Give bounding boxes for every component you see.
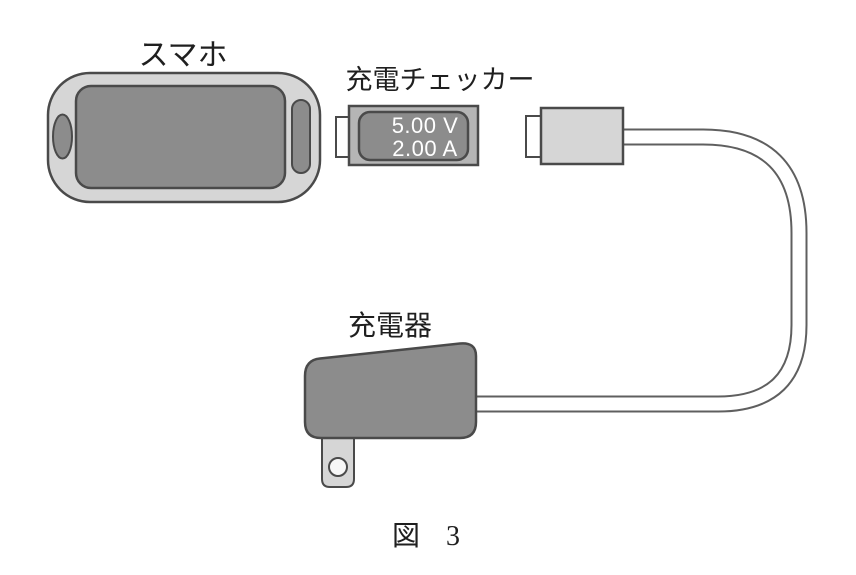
smartphone: [46, 71, 322, 204]
charger-prong-hole: [328, 457, 348, 477]
usb-connector: [525, 106, 625, 166]
figure-caption-number: 3: [446, 521, 460, 552]
usb-cable-outline: [474, 128, 808, 413]
charge-checker-screen: [357, 110, 470, 162]
charge-checker-readout: 5.00 V 2.00 A: [378, 114, 472, 160]
charger-body: [303, 342, 478, 440]
voltage-readout: 5.00 V: [391, 113, 459, 138]
usb-cable-core: [474, 130, 806, 411]
figure-caption-prefix: 図: [391, 521, 420, 552]
charger: [303, 342, 478, 488]
smartphone-screen: [74, 84, 287, 190]
charge-checker: [335, 104, 480, 167]
smartphone-label: スマホ: [138, 39, 228, 72]
smartphone-edge-slot: [291, 99, 311, 174]
smartphone-side-button: [52, 113, 73, 160]
charger-label: 充電器: [347, 311, 432, 342]
charge-checker-label: 充電チェッカー: [345, 65, 535, 95]
usb-connector-body: [539, 106, 625, 166]
current-readout: 2.00 A: [392, 136, 458, 161]
usb-connector-tip: [525, 115, 543, 158]
